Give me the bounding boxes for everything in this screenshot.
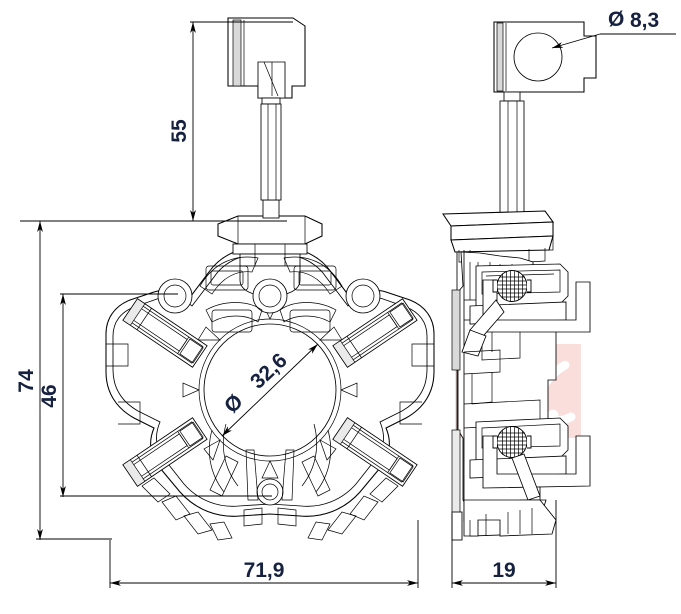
front-skirt-tabs [141,477,399,541]
dimension-55: 55 [20,21,293,222]
side-flange-plate [442,210,555,263]
front-upper-ribs [199,256,343,333]
dimension-46: 46 [38,293,272,497]
dimension-label-71-9: 71,9 [244,559,285,582]
dimension-label-8-3: 8,3 [630,9,659,32]
dimension-label-46: 46 [38,384,61,407]
dimension-label-19: 19 [492,559,515,582]
front-view-connector-housing [227,17,306,201]
dimension-71-9: 71,9 [109,520,419,588]
side-post [499,100,525,218]
front-bosses [157,278,381,506]
side-view-geometry [442,21,597,541]
side-brush-assembly-lower [469,417,591,527]
side-foot [451,499,557,541]
dimension-19: 19 [451,500,557,588]
dimension-diameter-8-3: Ø 8,3 [551,8,676,49]
dimension-label-74: 74 [15,369,38,393]
dimension-label-8-3-symbol: Ø [608,8,624,31]
dimension-74: 74 [15,221,112,540]
bracket-hole-8-3 [513,32,563,82]
dimension-label-55: 55 [168,119,191,143]
front-side-notches [106,343,434,425]
side-brush-assembly-upper [461,263,591,361]
side-terminal-bracket [493,21,597,102]
